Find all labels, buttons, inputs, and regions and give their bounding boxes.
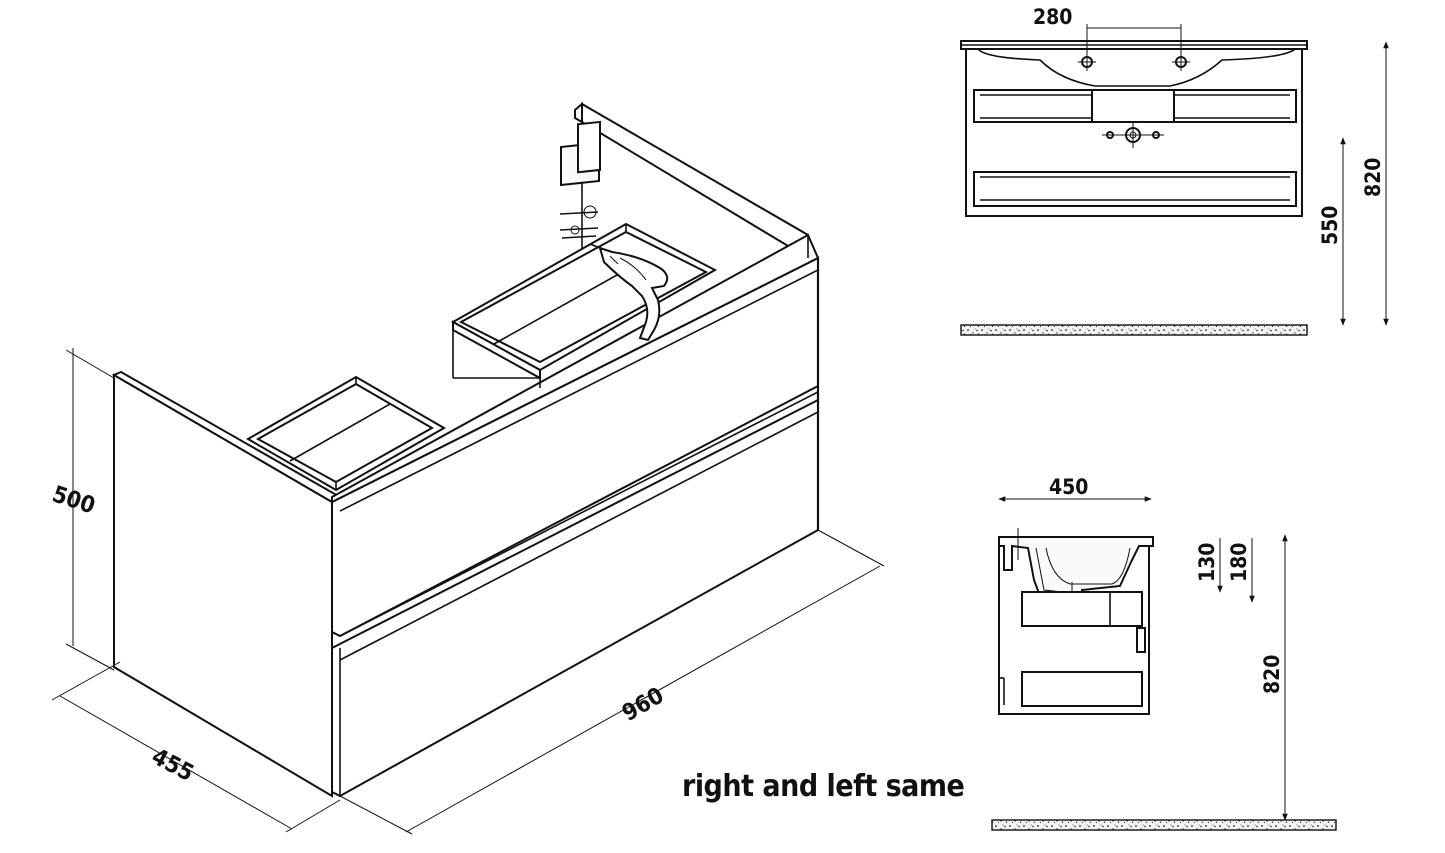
height-dimension: 500 bbox=[49, 348, 115, 671]
drill-icon bbox=[589, 243, 669, 342]
front-total-height-label: 820 bbox=[1361, 158, 1385, 197]
tap-hole-right bbox=[1172, 53, 1190, 71]
top-thickness-label: 180 bbox=[1227, 543, 1251, 582]
wall-fixture-icon bbox=[559, 120, 601, 239]
bowl-depth-label: 130 bbox=[1195, 543, 1219, 582]
cabinet-height-label: 550 bbox=[1318, 206, 1342, 245]
floor-strip bbox=[960, 324, 1308, 336]
side-floor-strip bbox=[991, 819, 1337, 831]
note-text: right and left same bbox=[682, 769, 964, 804]
bottom-drawer bbox=[331, 398, 819, 798]
side-total-height-label: 820 bbox=[1260, 655, 1284, 694]
left-drawer-box bbox=[245, 375, 447, 492]
basin-depth-label: 450 bbox=[1049, 475, 1088, 499]
height-label: 500 bbox=[49, 481, 98, 519]
isometric-cabinet bbox=[111, 101, 820, 798]
plumbing-icon bbox=[1102, 123, 1164, 148]
side-view: 450 130 180 820 bbox=[991, 475, 1337, 831]
front-view: 280 550 820 bbox=[960, 5, 1389, 336]
tap-spacing-label: 280 bbox=[1033, 5, 1072, 29]
